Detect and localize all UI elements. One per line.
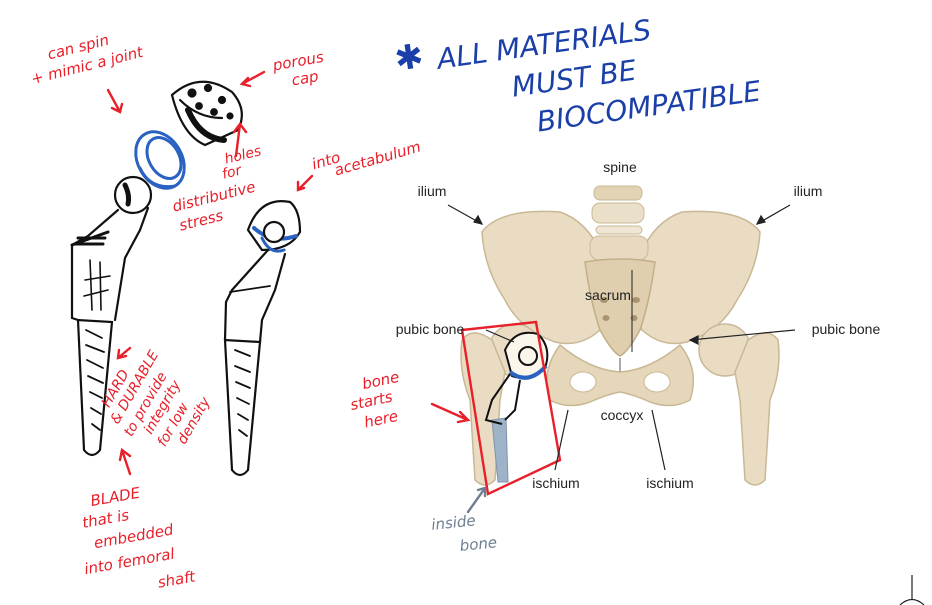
liner-drawing <box>134 130 186 190</box>
note-inside-bone-line2: bone <box>459 533 498 555</box>
femoral-stem-left <box>70 175 153 457</box>
note-porous: porous cap <box>270 48 325 90</box>
label-ilium-left: ilium <box>418 183 447 199</box>
note-blade-line2: that is <box>81 506 131 532</box>
anatomy-pointers <box>447 204 796 471</box>
star-icon: ✱ <box>392 36 426 80</box>
label-pubic-right: pubic bone <box>812 321 881 337</box>
label-coccyx: coccyx <box>601 407 644 423</box>
implant-exploded-sketch <box>70 80 302 477</box>
note-holes-line1: holes <box>223 143 263 168</box>
implant-overlay <box>484 331 549 425</box>
label-sacrum: sacrum <box>585 287 631 303</box>
note-holes-line2: for <box>220 162 244 182</box>
label-ischium-left: ischium <box>532 475 579 491</box>
red-arrows-left <box>106 70 314 476</box>
note-blade-line5: shaft <box>156 567 197 591</box>
femoral-stem-assembled <box>223 200 302 477</box>
bone-starts-arrow <box>430 402 471 424</box>
note-blade: BLADE that is embedded into femoral shaf… <box>81 484 198 592</box>
pelvis-illustration <box>460 185 780 496</box>
note-acetabulum-line2: acetabulum <box>332 138 423 180</box>
porous-cap-drawing <box>170 80 243 147</box>
note-blade-line1: BLADE <box>89 484 142 510</box>
note-inside-bone-line1: inside <box>430 511 476 534</box>
red-bracket <box>460 320 562 496</box>
inside-bone-arrow <box>466 486 487 514</box>
note-bone-starts: bone starts here <box>349 368 401 432</box>
label-spine: spine <box>603 159 637 175</box>
note-inside-bone: inside bone <box>430 511 498 555</box>
note-hard: HARD & DURABLE to provide integrity for … <box>99 348 215 450</box>
label-ilium-right: ilium <box>794 183 823 199</box>
note-acetabulum: into acetabulum <box>310 138 423 180</box>
biocompatible-note: ✱ ALL MATERIALS MUST BE BIOCOMPATIBLE <box>392 13 763 138</box>
label-ischium-right: ischium <box>646 475 693 491</box>
note-porous-line2: cap <box>290 67 320 89</box>
right-femur <box>698 323 780 486</box>
cursor-arc <box>899 598 925 605</box>
note-spin: can spin + mimic a joint <box>29 31 146 88</box>
label-pubic-left: pubic bone <box>396 321 465 337</box>
